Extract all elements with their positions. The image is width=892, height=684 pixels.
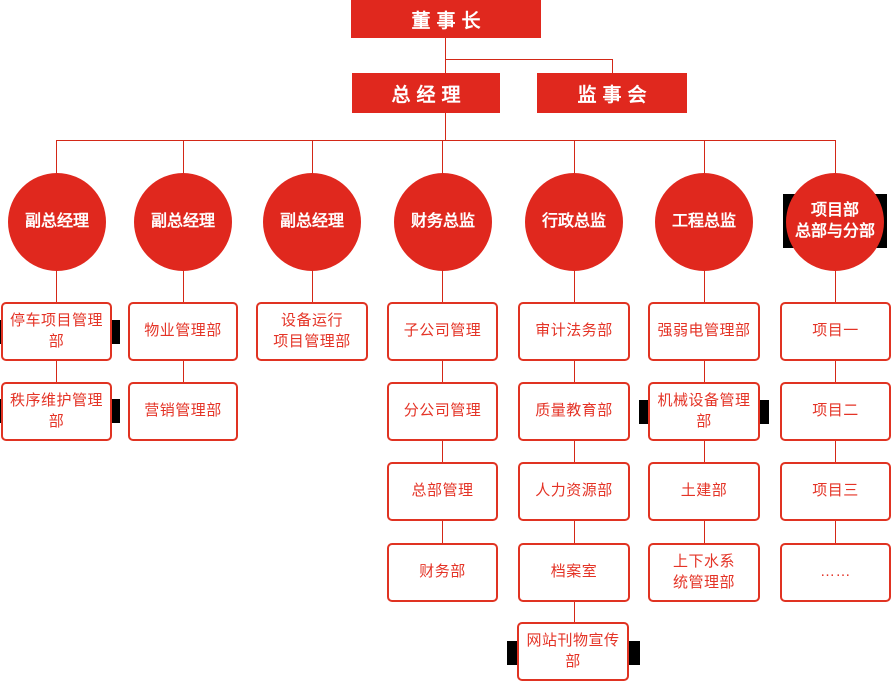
dept-box-label: 停车项目管理部	[9, 312, 103, 350]
dept-box: 审计法务部	[518, 302, 630, 361]
connector-line	[704, 521, 705, 543]
dept-box-label: 营销管理部	[144, 402, 222, 420]
role-circle-deputy-gm-2: 副总经理	[134, 173, 232, 271]
role-circle-label: 项目部 总部与分部	[794, 202, 875, 240]
connector-line	[835, 521, 836, 543]
role-circle-label: 副总经理	[150, 212, 215, 230]
dept-box: 项目二	[780, 382, 891, 441]
dept-box-label: 上下水系 统管理部	[672, 553, 735, 591]
role-circle-project-dept: 项目部 总部与分部	[786, 173, 884, 271]
dept-box: 物业管理部	[128, 302, 238, 361]
connector-line	[442, 361, 443, 382]
dept-box: 强弱电管理部	[648, 302, 760, 361]
connector-line	[574, 441, 575, 462]
dept-box-label: 审计法务部	[535, 322, 613, 340]
connector-line	[442, 140, 443, 180]
connector-line	[574, 140, 575, 180]
dept-box: 停车项目管理部	[1, 302, 112, 361]
supervisory-board-box: 监事会	[537, 73, 687, 113]
dept-box-label: ……	[820, 563, 851, 581]
role-circle-engineering-director: 工程总监	[655, 173, 753, 271]
dept-box: 子公司管理	[387, 302, 498, 361]
connector-line	[183, 266, 184, 303]
connector-line	[574, 602, 575, 622]
chairman-label: 董事长	[411, 10, 487, 32]
dept-box-label: 人力资源部	[535, 482, 613, 500]
dept-box-label: 设备运行 项目管理部	[273, 312, 351, 350]
dept-box-label: 财务部	[419, 563, 466, 581]
connector-line	[183, 361, 184, 382]
dept-box: 财务部	[387, 543, 498, 602]
dept-box: 分公司管理	[387, 382, 498, 441]
dept-box-label: 物业管理部	[144, 322, 222, 340]
connector-line	[835, 140, 836, 180]
dept-box: 土建部	[648, 462, 760, 521]
dept-box-label: 项目一	[812, 322, 859, 340]
connector-line	[56, 266, 57, 303]
connector-line	[445, 59, 613, 60]
chairman-box: 董事长	[351, 0, 541, 38]
connector-spine	[56, 140, 836, 141]
connector-line	[445, 37, 446, 74]
dept-box-label: 机械设备管理部	[657, 392, 751, 430]
connector-line	[183, 140, 184, 180]
supervisory-board-label: 监事会	[577, 84, 653, 106]
dept-box-label: 总部管理	[411, 482, 474, 500]
connector-line	[56, 361, 57, 382]
connector-line	[835, 361, 836, 382]
dept-box-label: 网站刊物宣传部	[526, 632, 620, 670]
dept-box: 项目一	[780, 302, 891, 361]
connector-line	[704, 140, 705, 180]
role-circle-label: 行政总监	[541, 212, 606, 230]
dept-box-label: 质量教育部	[535, 402, 613, 420]
connector-line	[312, 266, 313, 303]
dept-box-label: 土建部	[680, 482, 728, 500]
connector-line	[574, 361, 575, 382]
connector-line	[442, 266, 443, 303]
dept-box: 项目三	[780, 462, 891, 521]
dept-box: ……	[780, 543, 891, 602]
dept-box-label: 项目三	[812, 482, 859, 500]
dept-box-label: 强弱电管理部	[657, 322, 751, 340]
dept-box: 设备运行 项目管理部	[256, 302, 368, 361]
dept-box: 总部管理	[387, 462, 498, 521]
dept-box-label: 项目二	[812, 402, 859, 420]
connector-line	[835, 441, 836, 462]
connector-line	[704, 266, 705, 303]
general-manager-box: 总经理	[352, 73, 500, 113]
role-circle-label: 副总经理	[24, 212, 89, 230]
role-circle-admin-director: 行政总监	[525, 173, 623, 271]
role-circle-label: 副总经理	[279, 212, 344, 230]
dept-box: 上下水系 统管理部	[648, 543, 760, 602]
dept-box: 网站刊物宣传部	[517, 622, 629, 681]
connector-line	[574, 521, 575, 543]
connector-line	[574, 266, 575, 303]
connector-line	[312, 140, 313, 180]
dept-box-label: 档案室	[550, 563, 598, 581]
dept-box: 秩序维护管理部	[1, 382, 112, 441]
connector-line	[704, 441, 705, 462]
connector-line	[704, 361, 705, 382]
connector-line	[56, 140, 57, 180]
role-circle-finance-director: 财务总监	[394, 173, 492, 271]
dept-box: 人力资源部	[518, 462, 630, 521]
role-circle-label: 工程总监	[671, 212, 736, 230]
connector-line	[835, 266, 836, 303]
dept-box-label: 秩序维护管理部	[9, 392, 103, 430]
connector-line	[442, 441, 443, 462]
dept-box: 机械设备管理部	[648, 382, 760, 441]
dept-box-label: 子公司管理	[403, 322, 482, 340]
connector-line	[445, 112, 446, 141]
role-circle-label: 财务总监	[410, 212, 475, 230]
dept-box: 档案室	[518, 543, 630, 602]
dept-box: 营销管理部	[128, 382, 238, 441]
role-circle-deputy-gm-1: 副总经理	[8, 173, 106, 271]
role-circle-deputy-gm-3: 副总经理	[263, 173, 361, 271]
dept-box: 质量教育部	[518, 382, 630, 441]
connector-line	[612, 59, 613, 74]
connector-line	[442, 521, 443, 543]
dept-box-label: 分公司管理	[403, 402, 482, 420]
general-manager-label: 总经理	[391, 84, 467, 106]
